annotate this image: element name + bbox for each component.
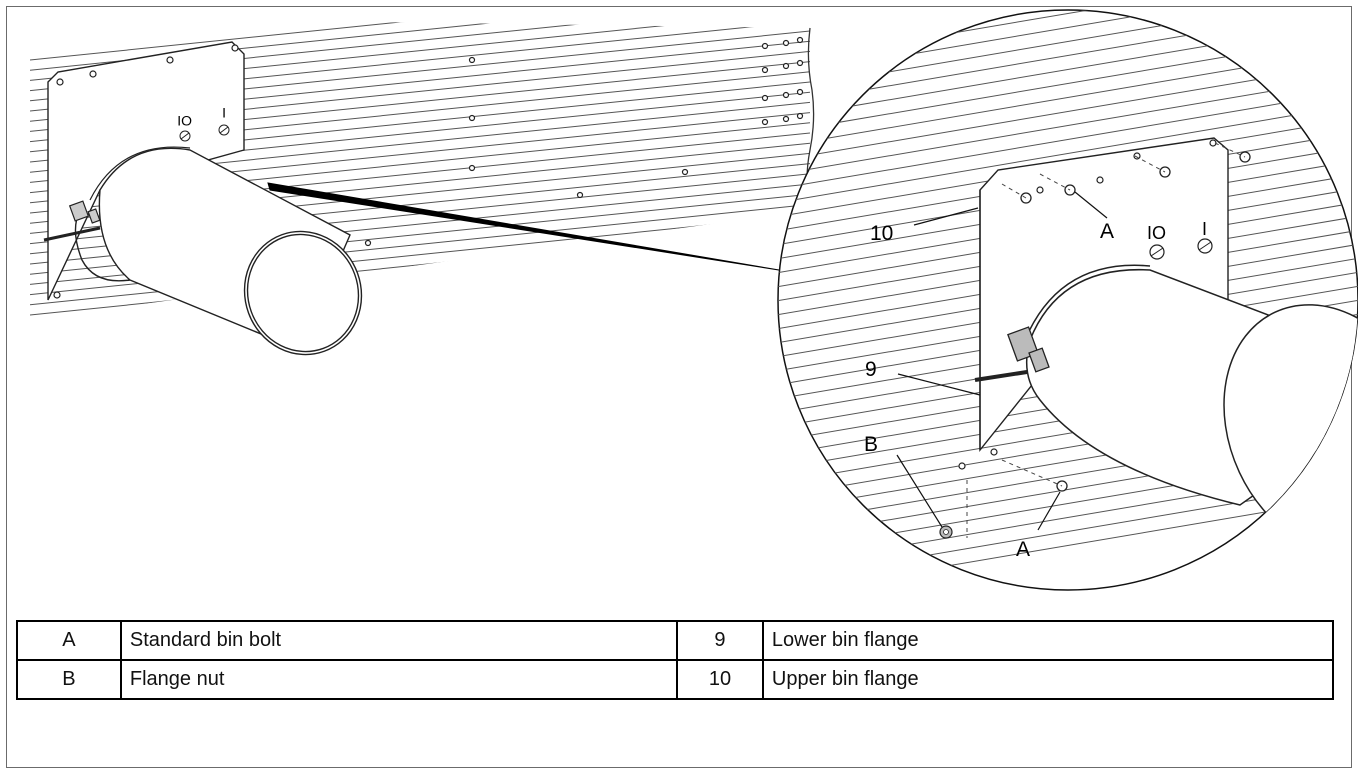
detail-pipe-clamp <box>1007 326 1050 373</box>
pipe-clamp <box>68 200 101 224</box>
detail-plate-markings: OI I <box>1147 218 1213 260</box>
detail-flange-nut <box>939 525 953 539</box>
wall-seam <box>43 226 101 242</box>
legend-number: 10 <box>676 659 764 700</box>
legend-table: A Standard bin bolt 9 Lower bin flange B… <box>16 620 1335 700</box>
callout-b: B <box>864 433 878 456</box>
callout-10: 10 <box>870 222 893 245</box>
plate-markings: OI I <box>177 105 230 142</box>
plate-mark-01: OI <box>177 113 192 129</box>
detail-plate-bolts <box>958 139 1217 470</box>
legend-key: A <box>16 620 122 661</box>
detail-dashed-guides <box>966 142 1246 538</box>
callout-leaders <box>896 191 1108 531</box>
legend-number: 9 <box>676 620 764 661</box>
wall-bolts <box>364 36 804 247</box>
legend-row: A Standard bin bolt 9 Lower bin flange <box>16 620 1335 661</box>
legend-label: Flange nut <box>119 659 679 700</box>
legend-row: B Flange nut 10 Upper bin flange <box>16 659 1335 700</box>
plate-mark-1: I <box>222 105 226 121</box>
callout-a-bottom: A <box>1016 538 1030 561</box>
bin-flange-illustration: OI I <box>30 9 1358 591</box>
legend-number-label: Upper bin flange <box>761 659 1335 700</box>
pipe <box>74 146 363 356</box>
detail-mark-01: OI <box>1147 222 1166 242</box>
legend-label: Standard bin bolt <box>119 620 679 661</box>
flange-plate-bolts <box>53 44 239 299</box>
legend-number-label: Lower bin flange <box>761 620 1335 661</box>
detail-mark-1: I <box>1202 218 1207 238</box>
callout-9: 9 <box>865 358 877 381</box>
callout-a-top: A <box>1100 220 1114 243</box>
detail-leader <box>267 182 786 272</box>
legend-key: B <box>16 659 122 700</box>
